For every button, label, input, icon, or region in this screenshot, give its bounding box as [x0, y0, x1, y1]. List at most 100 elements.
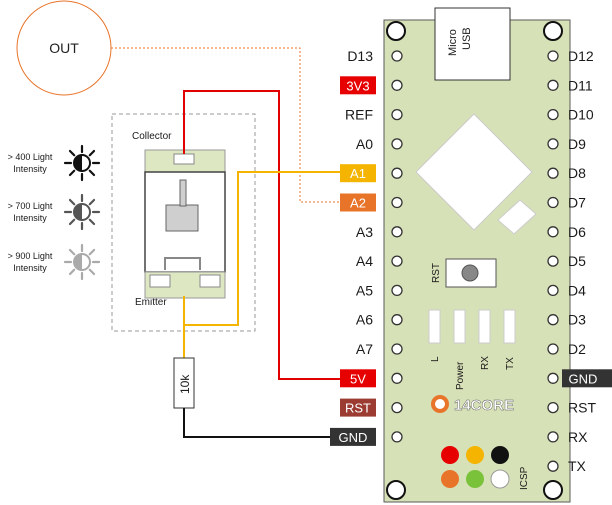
pin-hole-right	[547, 79, 559, 91]
pin-label-d11-right: D11	[568, 77, 593, 93]
pin-hole-right	[547, 138, 559, 150]
pin-label-a7: A7	[356, 341, 373, 357]
pin-hole-right	[547, 460, 559, 472]
red-wire	[183, 90, 340, 380]
pin-label-rst-right: RST	[568, 400, 596, 416]
light-level-label-2: Intensity	[13, 164, 47, 174]
pin-hole-right	[547, 431, 559, 443]
14core-logo: 14CORE	[431, 395, 514, 414]
pin-hole-right	[547, 284, 559, 297]
black-wire	[183, 408, 330, 438]
pin-hole-left	[391, 372, 403, 384]
board	[383, 19, 571, 503]
pin-label-3v3: 3V3	[346, 78, 369, 93]
sun-icon	[63, 144, 101, 182]
pin-hole-right	[547, 372, 559, 384]
pin-tag-a2	[340, 193, 376, 212]
pin-hole-left	[391, 255, 403, 267]
mount-hole-bl	[386, 480, 406, 500]
light-icons	[63, 144, 101, 281]
emitter-label: Emitter	[135, 297, 167, 308]
mcu-chip	[415, 113, 533, 231]
pin-tag-rst	[340, 398, 376, 417]
pin-hole-left	[391, 401, 403, 414]
logo-text: 14CORE	[454, 397, 514, 414]
pin-label-a4: A4	[356, 253, 373, 269]
light-level-label-2: Intensity	[13, 213, 47, 223]
pin-tag-5v	[340, 369, 376, 388]
pin-label-rst: RST	[345, 401, 371, 416]
yellow-wire	[183, 171, 340, 326]
pin-label-a6: A6	[356, 312, 373, 328]
resistor-label: 10k	[178, 374, 192, 394]
mount-hole-br	[543, 480, 563, 500]
pin-label-d10-right: D10	[568, 107, 594, 123]
sun-icon	[63, 243, 101, 281]
pin-hole-left	[391, 167, 403, 179]
pin-hole-left	[391, 196, 403, 209]
pin-tag-a1	[340, 164, 376, 183]
pin-hole-left	[391, 343, 403, 355]
light-level-label-2: Intensity	[13, 263, 47, 273]
led-l-label: L	[430, 356, 441, 362]
pin-tag-3v3	[340, 76, 376, 95]
pin-label-d2-right: D2	[568, 341, 586, 357]
pin-label-a3: A3	[356, 224, 373, 240]
onboard-leds	[428, 309, 516, 344]
pin-label-d13: D13	[347, 48, 373, 64]
sun-icon	[63, 193, 101, 231]
led-tx-label: TX	[505, 357, 516, 370]
pin-label-d4-right: D4	[568, 282, 586, 298]
pin-label-a1: A1	[350, 166, 366, 181]
mount-hole-tl	[386, 21, 406, 41]
pin-label-rx-right: RX	[568, 429, 588, 445]
out-wire	[111, 47, 340, 203]
pin-label-d6-right: D6	[568, 224, 586, 240]
rst-button-knob[interactable]	[461, 264, 479, 282]
pin-hole-right	[547, 343, 559, 355]
pin-hole-left	[391, 226, 403, 238]
led-power-label: Power	[455, 361, 466, 390]
pin-hole-right	[547, 167, 559, 179]
light-level-label: > 900 Light	[8, 251, 53, 261]
led-rx-label: RX	[480, 356, 491, 370]
pin-hole-right	[547, 226, 559, 238]
pin-tag-gnd	[330, 427, 376, 446]
out-label: OUT	[49, 40, 79, 56]
rst-button-label: RST	[431, 263, 442, 283]
pin-hole-left	[391, 284, 403, 297]
pin-label-d7-right: D7	[568, 195, 586, 211]
pin-label-a5: A5	[356, 282, 373, 298]
pin-hole-left	[391, 79, 403, 91]
pin-tag-gnd-right	[562, 369, 612, 388]
usb-line1: Micro	[447, 29, 459, 56]
pin-hole-left	[391, 314, 403, 326]
phototransistor	[144, 149, 226, 299]
pin-label-d8-right: D8	[568, 165, 586, 181]
pin-label-d5-right: D5	[568, 253, 586, 269]
pin-hole-right	[547, 108, 559, 121]
pin-label-gnd-right: GND	[569, 371, 598, 386]
pin-hole-right	[547, 196, 559, 209]
pin-hole-right	[547, 50, 559, 62]
micro-usb	[434, 7, 511, 81]
crystal	[497, 199, 537, 235]
mount-hole-tr	[543, 21, 563, 41]
pin-hole-right	[547, 314, 559, 326]
pin-hole-left	[391, 431, 403, 443]
pin-hole-left	[391, 108, 403, 121]
pin-hole-left	[391, 138, 403, 150]
pin-label-d3-right: D3	[568, 312, 586, 328]
pin-label-d9-right: D9	[568, 136, 586, 152]
pin-hole-right	[547, 255, 559, 267]
pin-hole-left	[391, 50, 403, 62]
pin-label-gnd: GND	[339, 430, 368, 445]
light-level-label: > 400 Light	[8, 152, 53, 162]
pin-label-a2: A2	[350, 196, 366, 211]
pin-label-5v: 5V	[350, 371, 366, 386]
icsp-label: ICSP	[519, 466, 530, 490]
